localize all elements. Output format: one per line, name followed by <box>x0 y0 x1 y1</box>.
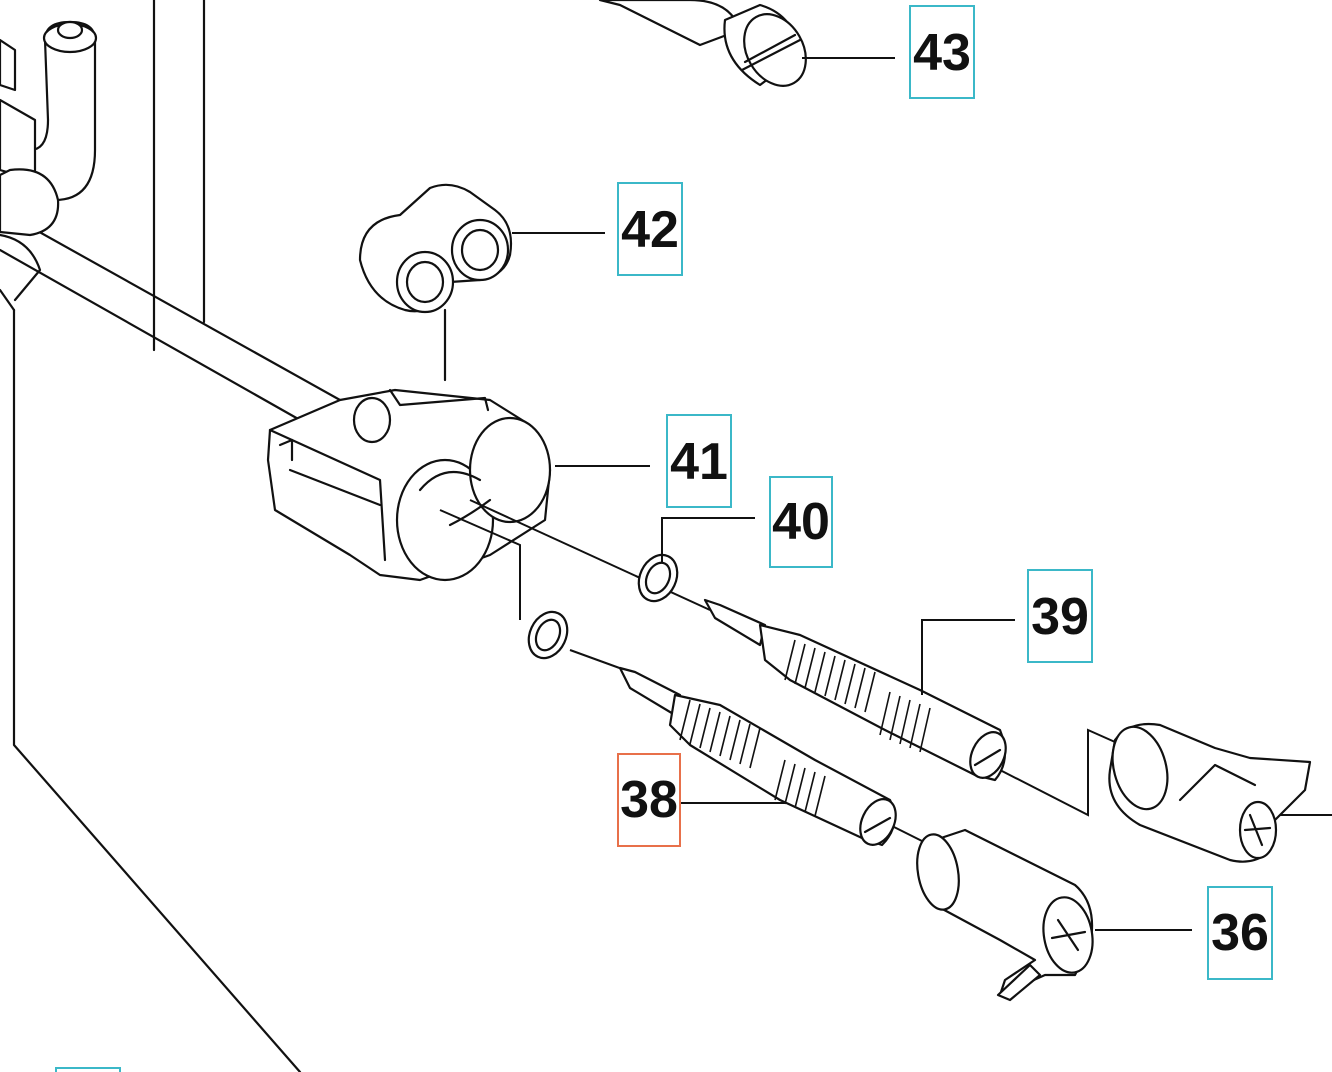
callout-label-39: 39 <box>1031 588 1089 646</box>
callout-label-38: 38 <box>620 771 678 829</box>
callout-label-36: 36 <box>1211 904 1269 962</box>
callout-box-partial <box>55 1067 121 1072</box>
callout-box-38 <box>617 753 681 847</box>
callout-36[interactable]: 36 <box>1207 886 1273 980</box>
callout-label-41: 41 <box>670 433 728 491</box>
part-41-body <box>266 388 552 582</box>
callout-box-42 <box>617 182 683 276</box>
callout-box-39 <box>1027 569 1093 663</box>
part-38-needle <box>618 666 897 847</box>
callout-label-43: 43 <box>913 24 971 82</box>
part-43-screw <box>598 0 807 87</box>
callout-box-41 <box>666 414 732 508</box>
frame-lines <box>0 0 342 1072</box>
part-42-grommet <box>358 183 513 382</box>
callout-41[interactable]: 41 <box>666 414 732 508</box>
part-36-cap <box>916 828 1094 1002</box>
part-40-washers <box>527 553 679 660</box>
callout-box-40 <box>769 476 833 568</box>
callout-label-42: 42 <box>621 201 679 259</box>
callout-38[interactable]: 38 <box>617 753 681 847</box>
shaft-lines <box>439 499 1116 846</box>
callout-box-43 <box>909 5 975 99</box>
pipe-fitting <box>0 20 98 302</box>
callout-leaders <box>512 57 1192 931</box>
callout-43[interactable]: 43 <box>909 5 975 99</box>
callout-box-36 <box>1207 886 1273 980</box>
limiter-cap-right <box>1108 722 1332 863</box>
part-39-needle <box>703 598 1007 782</box>
callout-40[interactable]: 40 <box>769 476 833 568</box>
callout-39[interactable]: 39 <box>1027 569 1093 663</box>
callout-label-40: 40 <box>772 493 830 551</box>
callout-42[interactable]: 42 <box>617 182 683 276</box>
